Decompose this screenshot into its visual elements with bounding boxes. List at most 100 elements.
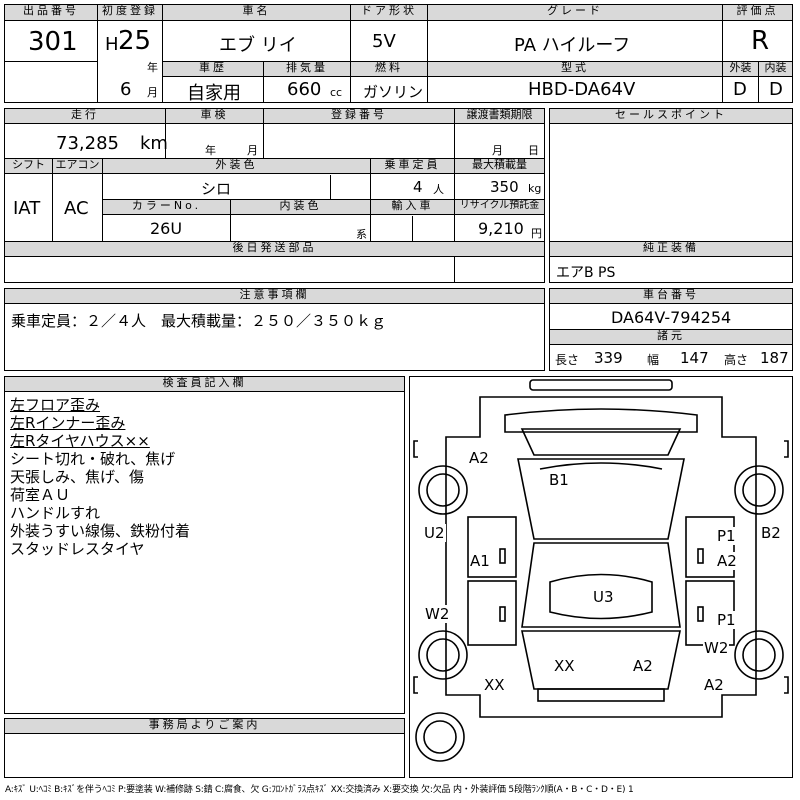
lot-no-header: 出品番号 xyxy=(5,5,97,21)
max-load-unit: kg xyxy=(528,182,542,195)
wheel-front-left-inner xyxy=(426,473,460,507)
divider xyxy=(758,62,759,102)
remark-item: ハンドルすれ xyxy=(10,504,101,522)
door-handle-icon xyxy=(697,606,704,622)
max-load-value: 350 xyxy=(490,178,519,196)
year-value: 25 xyxy=(118,26,152,56)
damage-label-u3: U3 xyxy=(592,588,615,606)
divider xyxy=(103,199,544,200)
width-label: 幅 xyxy=(647,353,660,367)
rear-outline xyxy=(521,630,681,690)
divider xyxy=(427,5,428,61)
office-notice-header: 事務局よりご案内 xyxy=(5,719,404,734)
chassis-header: 車台番号 xyxy=(550,289,792,304)
sales-point-block xyxy=(549,108,793,283)
inspection-year-unit: 年 xyxy=(205,144,216,157)
office-notice-block xyxy=(4,718,405,778)
recycle-value: 9,210 xyxy=(478,219,524,238)
height-value: 187 xyxy=(760,349,789,367)
length-value: 339 xyxy=(594,349,623,367)
equipment-header: 純正装備 xyxy=(550,242,792,257)
chassis-block xyxy=(549,288,793,371)
chassis-value: DA64V-794254 xyxy=(611,308,732,327)
car-name-header: 車名 xyxy=(163,5,350,21)
door-handle-icon xyxy=(499,606,506,622)
remark-item: 荷室ＡＵ xyxy=(10,486,71,504)
grade-header: グレード xyxy=(428,5,722,21)
wheel-rear-right-icon xyxy=(734,630,784,680)
damage-label-a1: A1 xyxy=(469,552,491,570)
score-value: R xyxy=(751,26,770,56)
dimensions-header: 諸元 xyxy=(550,330,792,345)
damage-label-xx: XX xyxy=(553,657,576,675)
damage-label-a2: A2 xyxy=(716,552,738,570)
wheel-front-right-inner xyxy=(742,473,776,507)
recycle-unit: 円 xyxy=(531,227,542,240)
spare-wheel-inner xyxy=(423,720,457,754)
length-label: 長さ xyxy=(555,353,580,367)
int-color-unit: 系 xyxy=(356,228,367,241)
transfer-header: 譲渡書類期限 xyxy=(455,109,544,124)
divider xyxy=(370,159,371,241)
month-unit: 月 xyxy=(147,86,158,99)
reg-no-header: 登録番号 xyxy=(264,109,454,124)
damage-label-p1: P1 xyxy=(716,527,737,545)
shift-value: IAT xyxy=(13,198,41,219)
int-color-header: 内装色 xyxy=(231,200,370,215)
damage-label-a2: A2 xyxy=(632,657,654,675)
mileage-header: 走行 xyxy=(5,109,165,124)
grade-value: PA ハイルーフ xyxy=(514,35,631,56)
divider xyxy=(350,62,351,102)
divider xyxy=(722,5,723,102)
windshield-outline xyxy=(520,428,682,456)
era-value: H xyxy=(105,34,119,55)
damage-label-u2: U2 xyxy=(423,524,446,542)
spare-wheel-icon xyxy=(415,712,465,762)
divider xyxy=(97,5,98,102)
damage-label-b2: B2 xyxy=(760,524,782,542)
divider xyxy=(412,216,413,241)
spec-block xyxy=(4,108,545,283)
lamp-bracket xyxy=(413,440,418,458)
ext-color-header: 外装色 xyxy=(103,159,370,174)
transfer-month-unit: 月 xyxy=(492,144,503,157)
divider xyxy=(102,159,103,241)
sales-point-header: セールスポイント xyxy=(550,109,792,124)
inspector-block xyxy=(4,376,405,714)
lot-no-value: 301 xyxy=(28,27,78,57)
remark-item: 左フロア歪み xyxy=(10,396,101,414)
fuel-header: 燃料 xyxy=(351,62,427,77)
car-diagram-block xyxy=(409,376,793,778)
color-no-value: 26U xyxy=(150,219,183,238)
inspector-remarks: 左フロア歪み 左Rインナー歪み 左Rタイヤハウス×× シート切れ・破れ、焦げ 天… xyxy=(10,396,190,558)
ac-header: エアコン xyxy=(53,159,102,174)
remark-item: スタッドレスタイヤ xyxy=(10,540,145,558)
divider xyxy=(163,61,722,62)
divider xyxy=(5,241,544,242)
ac-value: AC xyxy=(64,198,89,219)
divider xyxy=(350,5,351,61)
left-rear-panel xyxy=(467,580,517,646)
right-front-panel xyxy=(685,516,735,578)
notes-block xyxy=(4,288,545,371)
divider xyxy=(5,61,97,62)
cabin-outline xyxy=(517,458,685,540)
body-outline xyxy=(445,396,757,718)
wheel-rear-right-inner xyxy=(742,638,776,672)
remark-item: 左Rタイヤハウス×× xyxy=(10,432,150,450)
ext-color-value: シロ xyxy=(201,180,232,198)
remark-item: 天張しみ、焦げ、傷 xyxy=(10,468,144,486)
damage-label-a2: A2 xyxy=(703,676,725,694)
divider xyxy=(550,241,792,242)
year-unit: 年 xyxy=(147,61,158,74)
remark-item: シート切れ・破れ、焦げ xyxy=(10,450,176,468)
divider xyxy=(165,109,166,158)
door-handle-icon xyxy=(697,548,704,564)
divider xyxy=(723,61,792,62)
score-header: 評価点 xyxy=(723,5,792,21)
divider xyxy=(162,5,163,102)
inspection-month-unit: 月 xyxy=(247,144,258,157)
interior-grade-value: D xyxy=(769,79,783,100)
mileage-value: 73,285 xyxy=(56,133,119,154)
shift-header: シフト xyxy=(5,159,52,174)
